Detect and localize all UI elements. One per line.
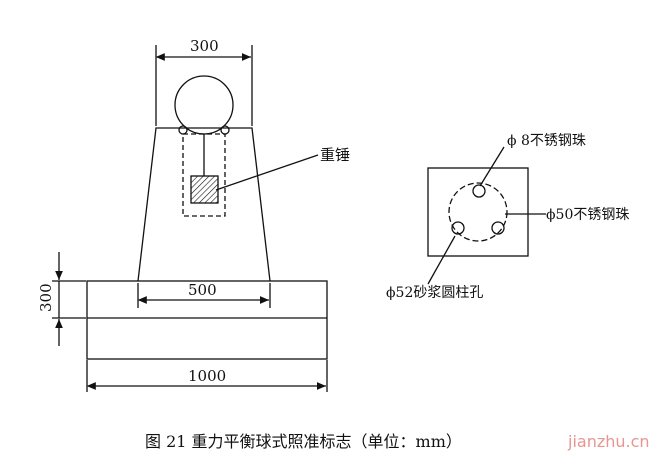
steel-ball-50-left xyxy=(451,221,465,235)
mortar-hole xyxy=(448,182,508,242)
dim-mid-label: 500 xyxy=(188,281,217,299)
bearing-ball-left xyxy=(178,125,188,135)
bearing-ball-right xyxy=(220,125,230,135)
sphere xyxy=(174,75,234,135)
pillar-body xyxy=(137,127,271,282)
plan-square xyxy=(427,167,529,257)
steel-ball-50-right xyxy=(491,221,505,235)
leader-ball8 xyxy=(479,146,505,187)
dim-side-label: 300 xyxy=(37,283,55,312)
heavy-weight xyxy=(190,175,219,204)
label-ball50: ϕ50不锈钢珠 xyxy=(546,207,629,223)
weight-label: 重锤 xyxy=(320,146,350,164)
left-elevation-view xyxy=(52,45,328,392)
weight-leader xyxy=(215,154,319,191)
label-ball8: ϕ 8不锈钢珠 xyxy=(507,133,586,149)
label-hole52: ϕ52砂浆圆柱孔 xyxy=(386,285,483,301)
right-plan-view xyxy=(427,146,546,285)
leader-hole52 xyxy=(427,235,456,285)
watermark: jianzhu.cn xyxy=(567,432,650,451)
dim-bottom-label: 1000 xyxy=(188,367,226,385)
base-slab xyxy=(86,280,328,360)
steel-ball-8 xyxy=(472,184,486,198)
figure-caption: 图 21 重力平衡球式照准标志（单位：mm） xyxy=(145,432,462,451)
dim-top-label: 300 xyxy=(190,37,219,55)
